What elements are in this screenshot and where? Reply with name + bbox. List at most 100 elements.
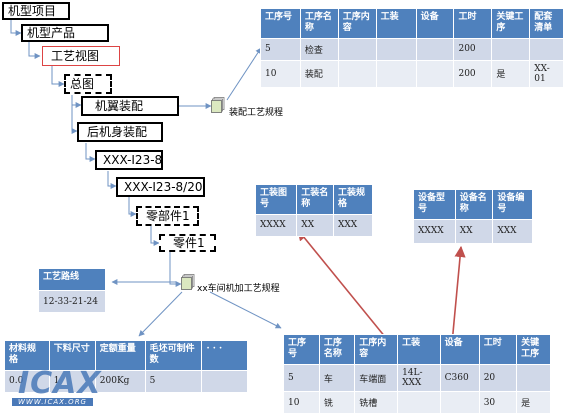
table-cell xyxy=(491,37,531,61)
column-header: 定额重量 xyxy=(94,340,146,371)
table-cell: 14L-XXX xyxy=(397,364,441,392)
tree-node-product[interactable]: 机型产品 xyxy=(21,24,109,42)
table-connector xyxy=(226,47,262,101)
column-header: 配套清单 xyxy=(529,8,564,39)
table-cell: 检查 xyxy=(299,37,339,61)
table-cell xyxy=(201,369,248,393)
column-header: · · · xyxy=(201,340,248,371)
table-cell xyxy=(415,59,455,88)
table-cell: XXXX xyxy=(413,218,456,244)
table-cell: 30 xyxy=(478,391,518,414)
table-cell: 20 xyxy=(478,364,518,392)
material-table: 材料规格 下料尺寸 定额重量 毛坯可制件数 · · · 0.0 1 200Kg … xyxy=(4,340,248,393)
table-cell: 铣 xyxy=(318,391,356,414)
column-header: 设备 xyxy=(415,8,455,39)
tree-node-part[interactable]: 零件1 xyxy=(159,234,216,252)
table-cell: 车端面 xyxy=(354,364,399,392)
table-cell: 10 xyxy=(283,391,320,414)
table-cell: 5 xyxy=(260,37,301,61)
table-cell: 5 xyxy=(283,364,320,392)
tree-node-project[interactable]: 机型项目 xyxy=(2,2,70,20)
table-cell: 是 xyxy=(491,59,531,88)
table-row: 10 铣 铣槽 30 是 xyxy=(283,391,551,414)
column-header: 下料尺寸 xyxy=(48,340,96,371)
table-connector xyxy=(209,291,282,329)
assembly-process-doc-label[interactable]: 装配工艺规程 xyxy=(229,108,284,118)
assembly-process-table: 工序号 工序名称 工序内容 工装 设备 工时 关键工序 配套清单 5 检查 20… xyxy=(260,8,564,88)
table-row: 12-33-21-24 xyxy=(38,290,106,313)
table-cell xyxy=(397,391,441,414)
column-header: 工序内容 xyxy=(337,8,377,39)
table-row: XXXX XX XXX xyxy=(254,213,374,237)
table-cell: 10 xyxy=(260,59,301,88)
watermark-logo: ICAX WWW.ICAX.ORG xyxy=(0,364,130,410)
tree-node-xxx-i23-8[interactable]: XXX-I23-8 xyxy=(95,150,163,170)
column-header: 工序号 xyxy=(260,8,301,39)
document-icon[interactable] xyxy=(211,97,225,113)
column-header: 工序内容 xyxy=(354,334,399,365)
tree-connector xyxy=(150,226,160,246)
tree-node-process-view[interactable]: 工艺视图 xyxy=(42,46,120,66)
column-header: 设备 xyxy=(439,334,480,365)
table-cell xyxy=(337,37,377,61)
table-cell: 200 xyxy=(453,59,493,88)
process-route-table: 工艺路线 12-33-21-24 xyxy=(38,268,106,313)
column-header: 关键工序 xyxy=(516,334,551,365)
tree-node-general[interactable]: 总图 xyxy=(64,74,112,94)
watermark-logo-text: ICAX xyxy=(18,366,102,401)
table-row: 5 车 车端面 14L-XXX C360 20 xyxy=(283,364,551,392)
table-row: 10 装配 200 是 XX-01 xyxy=(260,59,564,88)
column-header: 工装 xyxy=(375,8,417,39)
table-cell: XXX xyxy=(332,213,374,237)
table-cell: 铣槽 xyxy=(354,391,399,414)
column-header: 毛坯可制件数 xyxy=(144,340,203,371)
machining-process-doc-label[interactable]: xx车间机加工艺规程 xyxy=(197,284,280,294)
document-icon[interactable] xyxy=(181,274,195,290)
column-header: 设备编号 xyxy=(492,189,533,220)
table-cell xyxy=(337,59,377,88)
tooling-table: 工装图号 工装名称 工装规格 XXXX XX XXX xyxy=(254,184,374,237)
tree-connector xyxy=(85,143,96,162)
column-header: 工序号 xyxy=(283,334,320,365)
table-cell: 是 xyxy=(516,391,551,414)
column-header: 设备名称 xyxy=(454,189,494,220)
table-cell: 装配 xyxy=(299,59,339,88)
column-header: 工时 xyxy=(478,334,518,365)
watermark-url: WWW.ICAX.ORG xyxy=(12,398,93,406)
table-cell: 5 xyxy=(144,369,203,393)
table-cell: XXXX xyxy=(254,213,298,237)
table-connector xyxy=(138,291,183,337)
table-cell: 12-33-21-24 xyxy=(38,290,106,313)
table-cell xyxy=(439,391,480,414)
table-cell xyxy=(375,59,417,88)
column-header: 设备型号 xyxy=(413,189,456,220)
column-header: 关键工序 xyxy=(491,8,531,39)
table-cell xyxy=(516,364,551,392)
tree-node-wing-assembly[interactable]: 机翼装配 xyxy=(81,96,179,116)
tree-connector xyxy=(51,65,65,87)
table-cell xyxy=(375,37,417,61)
table-cell: 1 xyxy=(48,369,96,393)
column-header: 工序名称 xyxy=(299,8,339,39)
tree-node-rear-fuselage[interactable]: 后机身装配 xyxy=(77,122,163,142)
machining-process-table: 工序号 工序名称 工序内容 工装 设备 工时 关键工序 5 车 车端面 14L-… xyxy=(283,334,551,414)
table-cell: 车 xyxy=(318,364,356,392)
tree-connector xyxy=(128,197,137,217)
table-row: 0.0 1 200Kg 5 xyxy=(4,369,248,393)
column-header: 工装规格 xyxy=(332,184,374,215)
table-cell xyxy=(529,37,564,61)
column-header: 工序名称 xyxy=(318,334,356,365)
table-cell: XX xyxy=(296,213,334,237)
column-header: 材料规格 xyxy=(4,340,50,371)
table-row: 5 检查 200 xyxy=(260,37,564,61)
table-cell: 200Kg xyxy=(94,369,146,393)
column-header: 工装图号 xyxy=(254,184,298,215)
equipment-table: 设备型号 设备名称 设备编号 XXXX XX XXX xyxy=(413,189,533,244)
column-header: 工装名称 xyxy=(296,184,334,215)
tree-node-component[interactable]: 零部件1 xyxy=(136,206,199,226)
table-cell: 200 xyxy=(453,37,493,61)
column-header: 工时 xyxy=(453,8,493,39)
tree-node-xxx-i23-8-20[interactable]: XXX-I23-8/20 xyxy=(116,177,205,197)
table-cell: C360 xyxy=(439,364,480,392)
table-cell: XX-01 xyxy=(529,59,564,88)
